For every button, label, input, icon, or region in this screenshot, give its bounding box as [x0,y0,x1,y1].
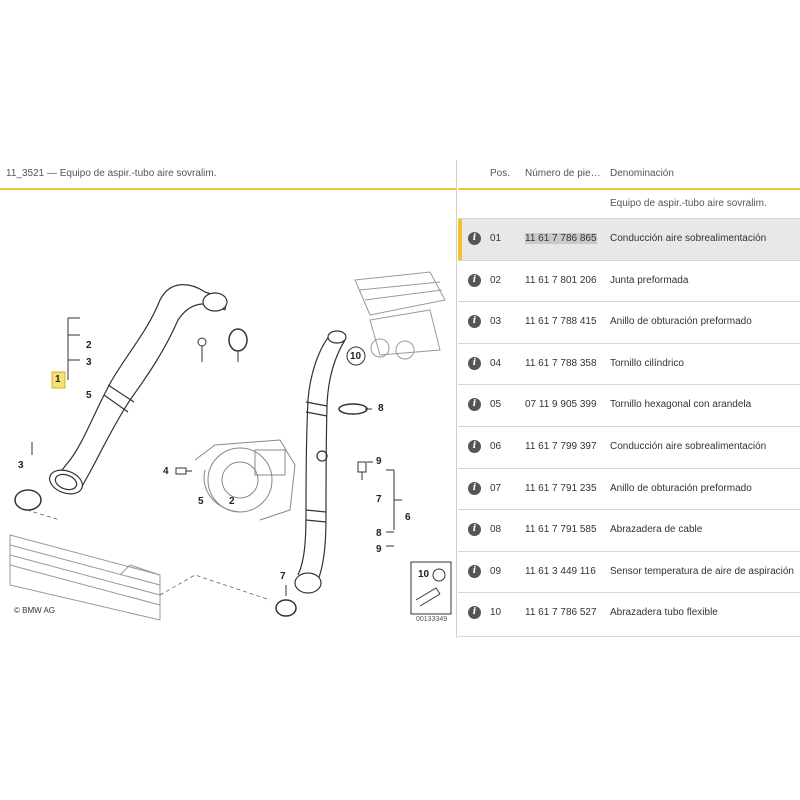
callout-1[interactable]: 1 [55,374,61,385]
charge-air-pipe-1-drawing [48,284,228,495]
row-part-number[interactable]: 11 61 7 786 865 [525,233,597,244]
table-row[interactable]: i 08 11 61 7 791 585 Abrazadera de cable [458,509,800,551]
info-icon[interactable]: i [468,273,481,287]
row-part-number[interactable]: 11 61 7 788 415 [525,316,597,328]
callout-5[interactable]: 5 [86,390,92,401]
diagram-title: 11_3521 — Equipo de aspir.-tubo aire sov… [6,168,217,179]
callout-2[interactable]: 2 [86,340,92,351]
row-description: Tornillo cilíndrico [610,357,684,369]
header-pos[interactable]: Pos. [490,168,511,179]
row-part-number[interactable]: 11 61 7 791 585 [525,524,597,536]
table-row[interactable]: i 05 07 11 9 905 399 Tornillo hexagonal con… [458,384,800,426]
row-description: Junta preformada [610,274,689,286]
callout-6[interactable]: 6 [405,512,411,523]
row-part-number[interactable]: 11 61 7 788 358 [525,357,597,369]
seal-ring-7-drawing [275,599,297,617]
diagram-drawing [9,271,452,621]
callout-3-seal[interactable]: 3 [18,460,24,471]
callout-7[interactable]: 7 [376,494,382,505]
callout-7-seal[interactable]: 7 [280,571,286,582]
bolt-4-drawing [175,467,192,475]
parts-table: Pos. Número de pie… Denominación Equipo … [458,160,800,638]
info-icon[interactable]: i [468,232,481,245]
table-row[interactable]: i 01 11 61 7 786 865 Conducción aire sobrea… [458,218,800,260]
table-row[interactable]: i 02 11 61 7 801 206 Junta preformada [458,259,800,302]
row-description: Conducción aire sobrealimentación [610,440,767,452]
row-part-number[interactable]: 07 11 9 905 399 [525,399,597,411]
row-part-number[interactable]: 11 61 7 799 397 [525,440,597,452]
row-pos: 07 [490,482,502,494]
panel-divider [456,160,457,638]
row-pos: 05 [490,399,502,411]
row-pos: 08 [490,524,502,536]
row-pos: 06 [490,440,502,452]
callout-1-highlight [51,371,66,389]
callout-3[interactable]: 3 [86,357,92,368]
row-pos: 02 [490,274,502,286]
seal-ring-3-drawing [14,489,42,511]
diagram-header: 11_3521 — Equipo de aspir.-tubo aire sov… [0,160,456,190]
callout-8-lower[interactable]: 8 [376,528,382,539]
callout-4[interactable]: 4 [163,466,169,477]
info-icon[interactable]: i [468,439,481,453]
callout-8[interactable]: 8 [378,403,384,414]
row-part-number[interactable]: 11 61 3 449 116 [525,565,596,577]
parts-panel: 11_3521 — Equipo de aspir.-tubo aire sov… [0,160,800,638]
table-row[interactable]: i 09 11 61 3 449 116 Sensor temperatura de … [458,550,800,593]
row-description: Conducción aire sobrealimentación [610,233,767,244]
callout-10[interactable]: 10 [350,351,362,362]
row-description: Anillo de obturación preformado [610,316,752,328]
header-part-number[interactable]: Número de pie… [525,168,601,179]
intercooler-top-drawing [354,271,446,360]
row-pos: 09 [490,565,502,577]
turbocharger-drawing [194,439,296,521]
row-description: Anillo de obturación preformado [610,482,752,494]
intercooler-bottom-drawing [9,534,161,621]
callout-2-seal[interactable]: 2 [229,496,235,507]
row-description: Abrazadera de cable [610,524,703,536]
table-header: Pos. Número de pie… Denominación [458,160,800,190]
table-row[interactable]: i 03 11 61 7 788 415 Anillo de obturación p… [458,301,800,343]
row-pos: 03 [490,316,502,328]
header-description[interactable]: Denominación [610,168,674,179]
row-description: Tornillo hexagonal con arandela [610,399,752,411]
image-id-label: 00133349 [416,616,448,623]
seal-ring-2-drawing [228,328,248,352]
callout-10-detail[interactable]: 10 [418,569,430,580]
callout-9[interactable]: 9 [376,456,382,467]
row-part-number[interactable]: 11 61 7 786 527 [525,607,597,619]
info-icon[interactable]: i [468,315,481,329]
row-pos: 10 [490,607,502,619]
table-row[interactable]: i 07 11 61 7 791 235 Anillo de obturación p… [458,467,800,510]
info-icon[interactable]: i [468,564,481,578]
row-pos: 01 [490,233,502,244]
callout-9-lower[interactable]: 9 [376,544,382,555]
info-icon[interactable]: i [468,356,481,370]
row-part-number[interactable]: 11 61 7 791 235 [525,482,597,494]
copyright-label: © BMW AG [14,606,56,615]
group-label-row: Equipo de aspir.-tubo aire sovralim. [458,190,800,218]
temperature-sensor-9-drawing [357,461,367,480]
clamp-detail-box [410,561,452,615]
row-pos: 04 [490,357,502,369]
info-icon[interactable]: i [468,398,481,412]
group-label: Equipo de aspir.-tubo aire sovralim. [610,198,767,209]
row-part-number[interactable]: 11 61 7 801 206 [525,274,597,286]
cable-clamp-8-drawing [338,403,368,415]
row-description: Sensor temperatura de aire de aspiración [610,565,794,577]
table-row[interactable]: i 10 11 61 7 786 527 Abrazadera tubo flexib… [458,592,800,634]
callout-10-circle [346,346,366,366]
info-icon[interactable]: i [468,523,481,537]
table-row[interactable]: i 04 11 61 7 788 358 Tornillo cilíndrico [458,342,800,385]
table-bottom-border [458,636,800,637]
charge-air-pipe-6-drawing [294,330,347,594]
callout-5-bolt[interactable]: 5 [198,496,204,507]
info-icon[interactable]: i [468,481,481,495]
row-description: Abrazadera tubo flexible [610,607,718,619]
parts-diagram[interactable]: 1 2 3 5 5 2 3 4 10 8 9 7 6 8 9 7 10 © BM… [0,190,456,638]
dashed-connectors [19,507,271,601]
table-row[interactable]: i 06 11 61 7 799 397 Conducción aire sobrea… [458,425,800,468]
info-icon[interactable]: i [468,606,481,620]
